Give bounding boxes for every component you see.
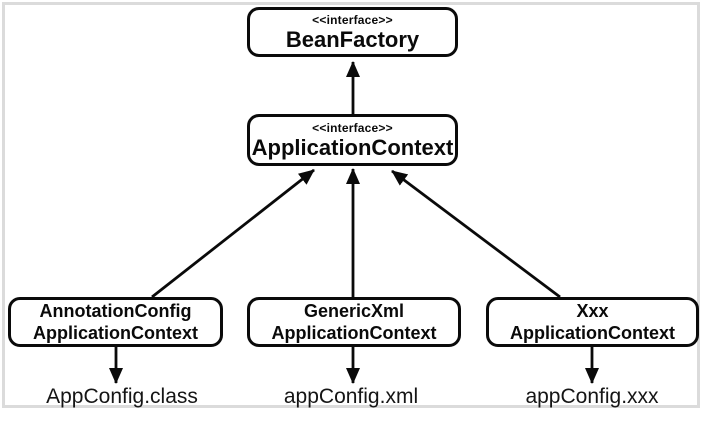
applicationcontext-name: ApplicationContext: [251, 134, 454, 160]
node-xxx-applicationcontext: Xxx ApplicationContext: [486, 297, 699, 347]
node-annotationconfig-applicationcontext: AnnotationConfig ApplicationContext: [8, 297, 223, 347]
xxx-line2: ApplicationContext: [510, 323, 675, 343]
edge-annotationconfig-to-applicationcontext: [151, 168, 315, 299]
annotationconfig-line1: AnnotationConfig: [39, 301, 192, 321]
node-beanfactory: <<interface>> BeanFactory: [247, 7, 458, 57]
edge-xxx-to-applicationcontext: [391, 169, 561, 299]
artifact-appconfig-xxx: appConfig.xxx: [525, 385, 659, 408]
applicationcontext-stereotype: <<interface>>: [312, 120, 393, 135]
artifact-appconfig-xml: appConfig.xml: [283, 385, 419, 408]
node-applicationcontext: <<interface>> ApplicationContext: [247, 114, 458, 166]
node-genericxml-applicationcontext: GenericXml ApplicationContext: [247, 297, 461, 347]
beanfactory-name: BeanFactory: [285, 26, 420, 52]
beanfactory-stereotype: <<interface>>: [312, 12, 393, 27]
genericxml-line2: ApplicationContext: [271, 323, 437, 343]
genericxml-line1: GenericXml: [303, 301, 405, 321]
artifact-appconfig-class: AppConfig.class: [46, 385, 198, 408]
annotationconfig-line2: ApplicationContext: [33, 323, 198, 343]
xxx-line1: Xxx: [576, 301, 609, 321]
